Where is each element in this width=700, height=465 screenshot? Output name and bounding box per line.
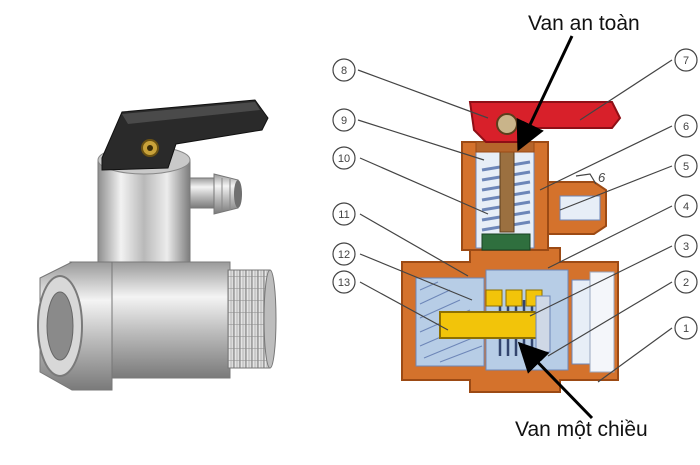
inner-mark-6: 6 — [598, 170, 606, 185]
seal-disk — [481, 233, 531, 251]
callout-4: 4 — [674, 194, 698, 218]
callout-4-text: 4 — [683, 201, 689, 213]
callout-12-text: 12 — [338, 249, 350, 261]
callout-6-text: 6 — [683, 121, 689, 133]
arrow-check-valve — [517, 341, 594, 420]
callout-2: 2 — [674, 270, 698, 294]
callout-10: 10 — [332, 146, 356, 170]
callout-1: 1 — [674, 316, 698, 340]
valve-photo — [37, 99, 277, 391]
callout-6: 6 — [674, 114, 698, 138]
callout-9: 9 — [332, 108, 356, 132]
callout-8: 8 — [332, 58, 356, 82]
callout-13: 13 — [332, 270, 356, 294]
callout-5-text: 5 — [683, 161, 689, 173]
callout-leaders — [357, 59, 673, 383]
callout-1-text: 1 — [683, 323, 689, 335]
callout-11-text: 11 — [338, 209, 349, 221]
label-safety-valve: Van an toàn — [528, 12, 640, 35]
callout-10-text: 10 — [338, 153, 350, 165]
callout-12: 12 — [332, 242, 356, 266]
callout-3-text: 3 — [683, 241, 689, 253]
black-lever — [101, 99, 269, 171]
callout-8-text: 8 — [341, 65, 347, 77]
callout-13-text: 13 — [338, 277, 350, 289]
arrow-safety-valve — [516, 35, 574, 152]
threaded-outlet — [227, 269, 271, 369]
callout-markers: 8 9 10 11 12 13 7 6 5 4 3 2 1 — [332, 48, 698, 340]
callout-2-text: 2 — [683, 277, 689, 289]
callout-3: 3 — [674, 234, 698, 258]
callout-11: 11 — [332, 202, 356, 226]
callout-5: 5 — [674, 154, 698, 178]
cutaway-diagram — [401, 101, 622, 393]
check-poppet — [439, 311, 549, 339]
callout-7: 7 — [674, 48, 698, 72]
valve-cylinder — [97, 159, 191, 271]
callout-9-text: 9 — [341, 115, 347, 127]
callout-7-text: 7 — [683, 55, 689, 67]
label-check-valve: Van một chiều — [515, 418, 648, 441]
